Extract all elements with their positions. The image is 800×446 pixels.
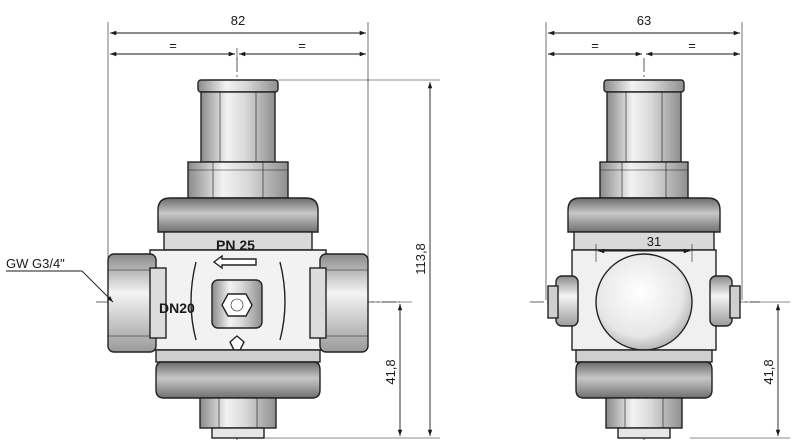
side-drain-nut bbox=[605, 397, 683, 439]
nominal-size-label: DN20 bbox=[159, 300, 195, 316]
side-filter-housing bbox=[575, 349, 713, 399]
side-width-dimension: 63 bbox=[637, 13, 651, 28]
front-adjusting-cap bbox=[197, 79, 279, 163]
front-half-left-mark: = bbox=[169, 38, 177, 53]
side-body-boss bbox=[595, 253, 693, 351]
front-width-dimension: 82 bbox=[231, 13, 245, 28]
thread-size-label: GW G3/4" bbox=[6, 256, 65, 271]
side-axis-height-dimension: 41,8 bbox=[761, 359, 776, 384]
front-right-connection bbox=[309, 253, 369, 353]
front-left-connection bbox=[107, 253, 167, 353]
front-gauge-port bbox=[211, 279, 263, 329]
front-hex-nut bbox=[187, 161, 289, 199]
side-half-left-mark: = bbox=[591, 38, 599, 53]
front-height-dimension: 113,8 bbox=[413, 243, 428, 275]
front-half-right-mark: = bbox=[298, 38, 306, 53]
side-view: 63 = = bbox=[530, 13, 790, 440]
pressure-rating-label: PN 25 bbox=[216, 237, 255, 253]
side-hex-nut bbox=[599, 161, 689, 199]
front-drain-nut bbox=[199, 397, 277, 439]
front-axis-height-dimension: 41,8 bbox=[383, 359, 398, 384]
side-valve-body bbox=[547, 249, 741, 351]
side-adjusting-cap bbox=[603, 79, 685, 163]
side-bonnet bbox=[567, 197, 721, 251]
front-filter-housing bbox=[155, 349, 321, 399]
front-view: 82 = = bbox=[6, 13, 440, 440]
side-body-width-dimension: 31 bbox=[647, 234, 661, 249]
flow-direction-arrow bbox=[212, 254, 257, 270]
side-half-right-mark: = bbox=[688, 38, 696, 53]
